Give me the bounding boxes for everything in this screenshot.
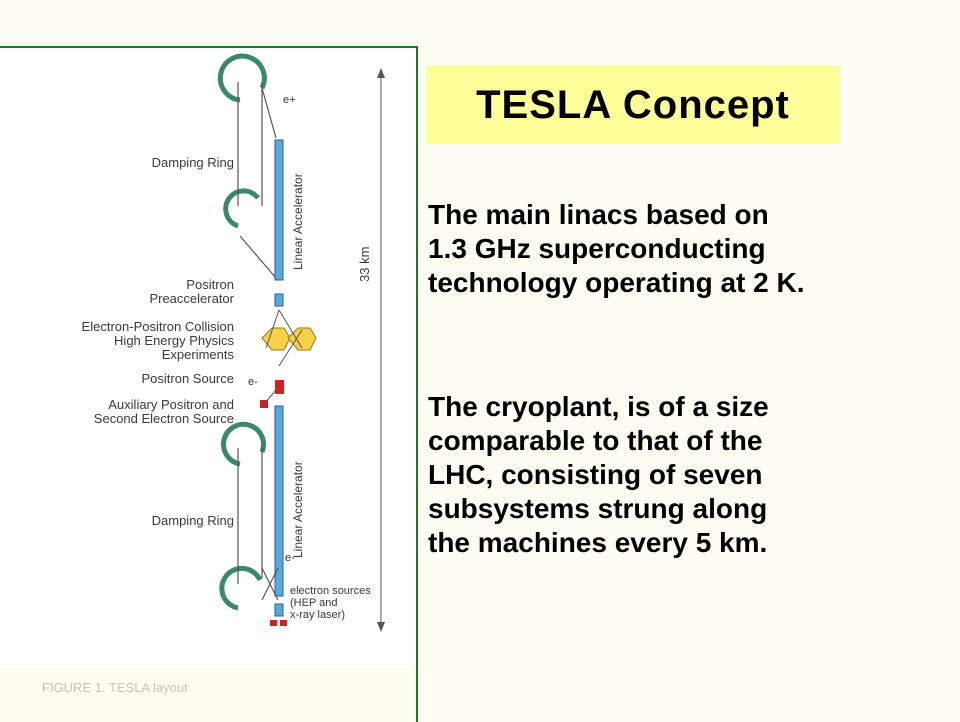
- paragraph-cryoplant: The cryoplant, is of a size comparable t…: [428, 390, 948, 560]
- electron-source-red-2: [280, 620, 287, 626]
- slide-title: TESLA Concept: [476, 82, 790, 127]
- label-linac-top: Linear Accelerator: [291, 173, 305, 270]
- length-arrow-head-top: [377, 68, 385, 78]
- beam-cross-2: [265, 309, 280, 349]
- paragraph-linacs: The main linacs based on 1.3 GHz superco…: [428, 198, 948, 300]
- positron-source-block: [275, 380, 284, 394]
- paragraph-line: LHC, consisting of seven: [428, 459, 763, 490]
- label-preaccelerator: Preaccelerator: [149, 291, 234, 306]
- paragraph-line: The cryoplant, is of a size: [428, 391, 769, 422]
- label-sources-1: electron sources: [290, 585, 371, 597]
- interaction-hexagon-right: [287, 327, 317, 351]
- label-damping-ring-bottom: Damping Ring: [151, 513, 234, 528]
- damping-ring-top-arc-lower: [223, 188, 260, 229]
- electron-source-block: [274, 603, 284, 617]
- label-sources-3: x-ray laser): [290, 609, 346, 621]
- paragraph-line: 1.3 GHz superconducting: [428, 233, 766, 264]
- damping-ring-bottom-arc-upper: [221, 421, 267, 467]
- label-e-plus: e+: [283, 94, 296, 106]
- preaccelerator-block: [274, 293, 284, 307]
- beam-cross-1: [278, 309, 303, 349]
- damping-ring-top-arc-upper: [217, 53, 267, 103]
- paragraph-line: The main linacs based on: [428, 199, 769, 230]
- label-e-minus-mid: e-: [248, 376, 258, 388]
- label-linac-bottom: Linear Accelerator: [291, 461, 305, 558]
- damping-ring-bottom-arc-lower: [219, 565, 263, 611]
- linac-bottom-tube: [274, 405, 284, 597]
- diagram-drawing: [217, 53, 385, 632]
- label-positron: Positron: [186, 277, 234, 292]
- caption-mask: [0, 668, 416, 722]
- length-arrow-head-bottom: [377, 622, 385, 632]
- label-collision-2: High Energy Physics: [114, 333, 234, 348]
- label-collision-1: Electron-Positron Collision: [81, 319, 234, 334]
- beam-cross-3: [278, 329, 303, 367]
- label-damping-ring-top: Damping Ring: [151, 155, 234, 170]
- electron-source-red-1: [270, 620, 277, 626]
- paragraph-line: the machines every 5 km.: [428, 527, 768, 558]
- paragraph-line: comparable to that of the: [428, 425, 763, 456]
- label-aux-1: Auxiliary Positron and: [108, 397, 234, 412]
- label-sources-2: (HEP and: [290, 597, 338, 609]
- figure-caption: FIGURE 1. TESLA layout: [42, 680, 188, 695]
- damping-ring-top-transfer: [261, 87, 277, 139]
- tesla-layout-diagram: e+ Damping Ring Linear Accelerator 33 km…: [0, 46, 418, 722]
- paragraph-line: technology operating at 2 K.: [428, 267, 805, 298]
- damping-ring-bottom-transfer-2: [261, 567, 279, 601]
- damping-ring-top-return: [239, 235, 277, 279]
- aux-source-line: [263, 389, 277, 405]
- label-33-km: 33 km: [357, 246, 372, 282]
- label-e-minus-low: e-: [285, 552, 295, 564]
- label-collision-3: Experiments: [161, 347, 234, 362]
- label-positron-source: Positron Source: [141, 371, 235, 386]
- linac-top-tube: [274, 139, 284, 281]
- paragraph-line: subsystems strung along: [428, 493, 768, 524]
- title-banner: TESLA Concept: [426, 66, 840, 144]
- label-aux-2: Second Electron Source: [93, 411, 234, 426]
